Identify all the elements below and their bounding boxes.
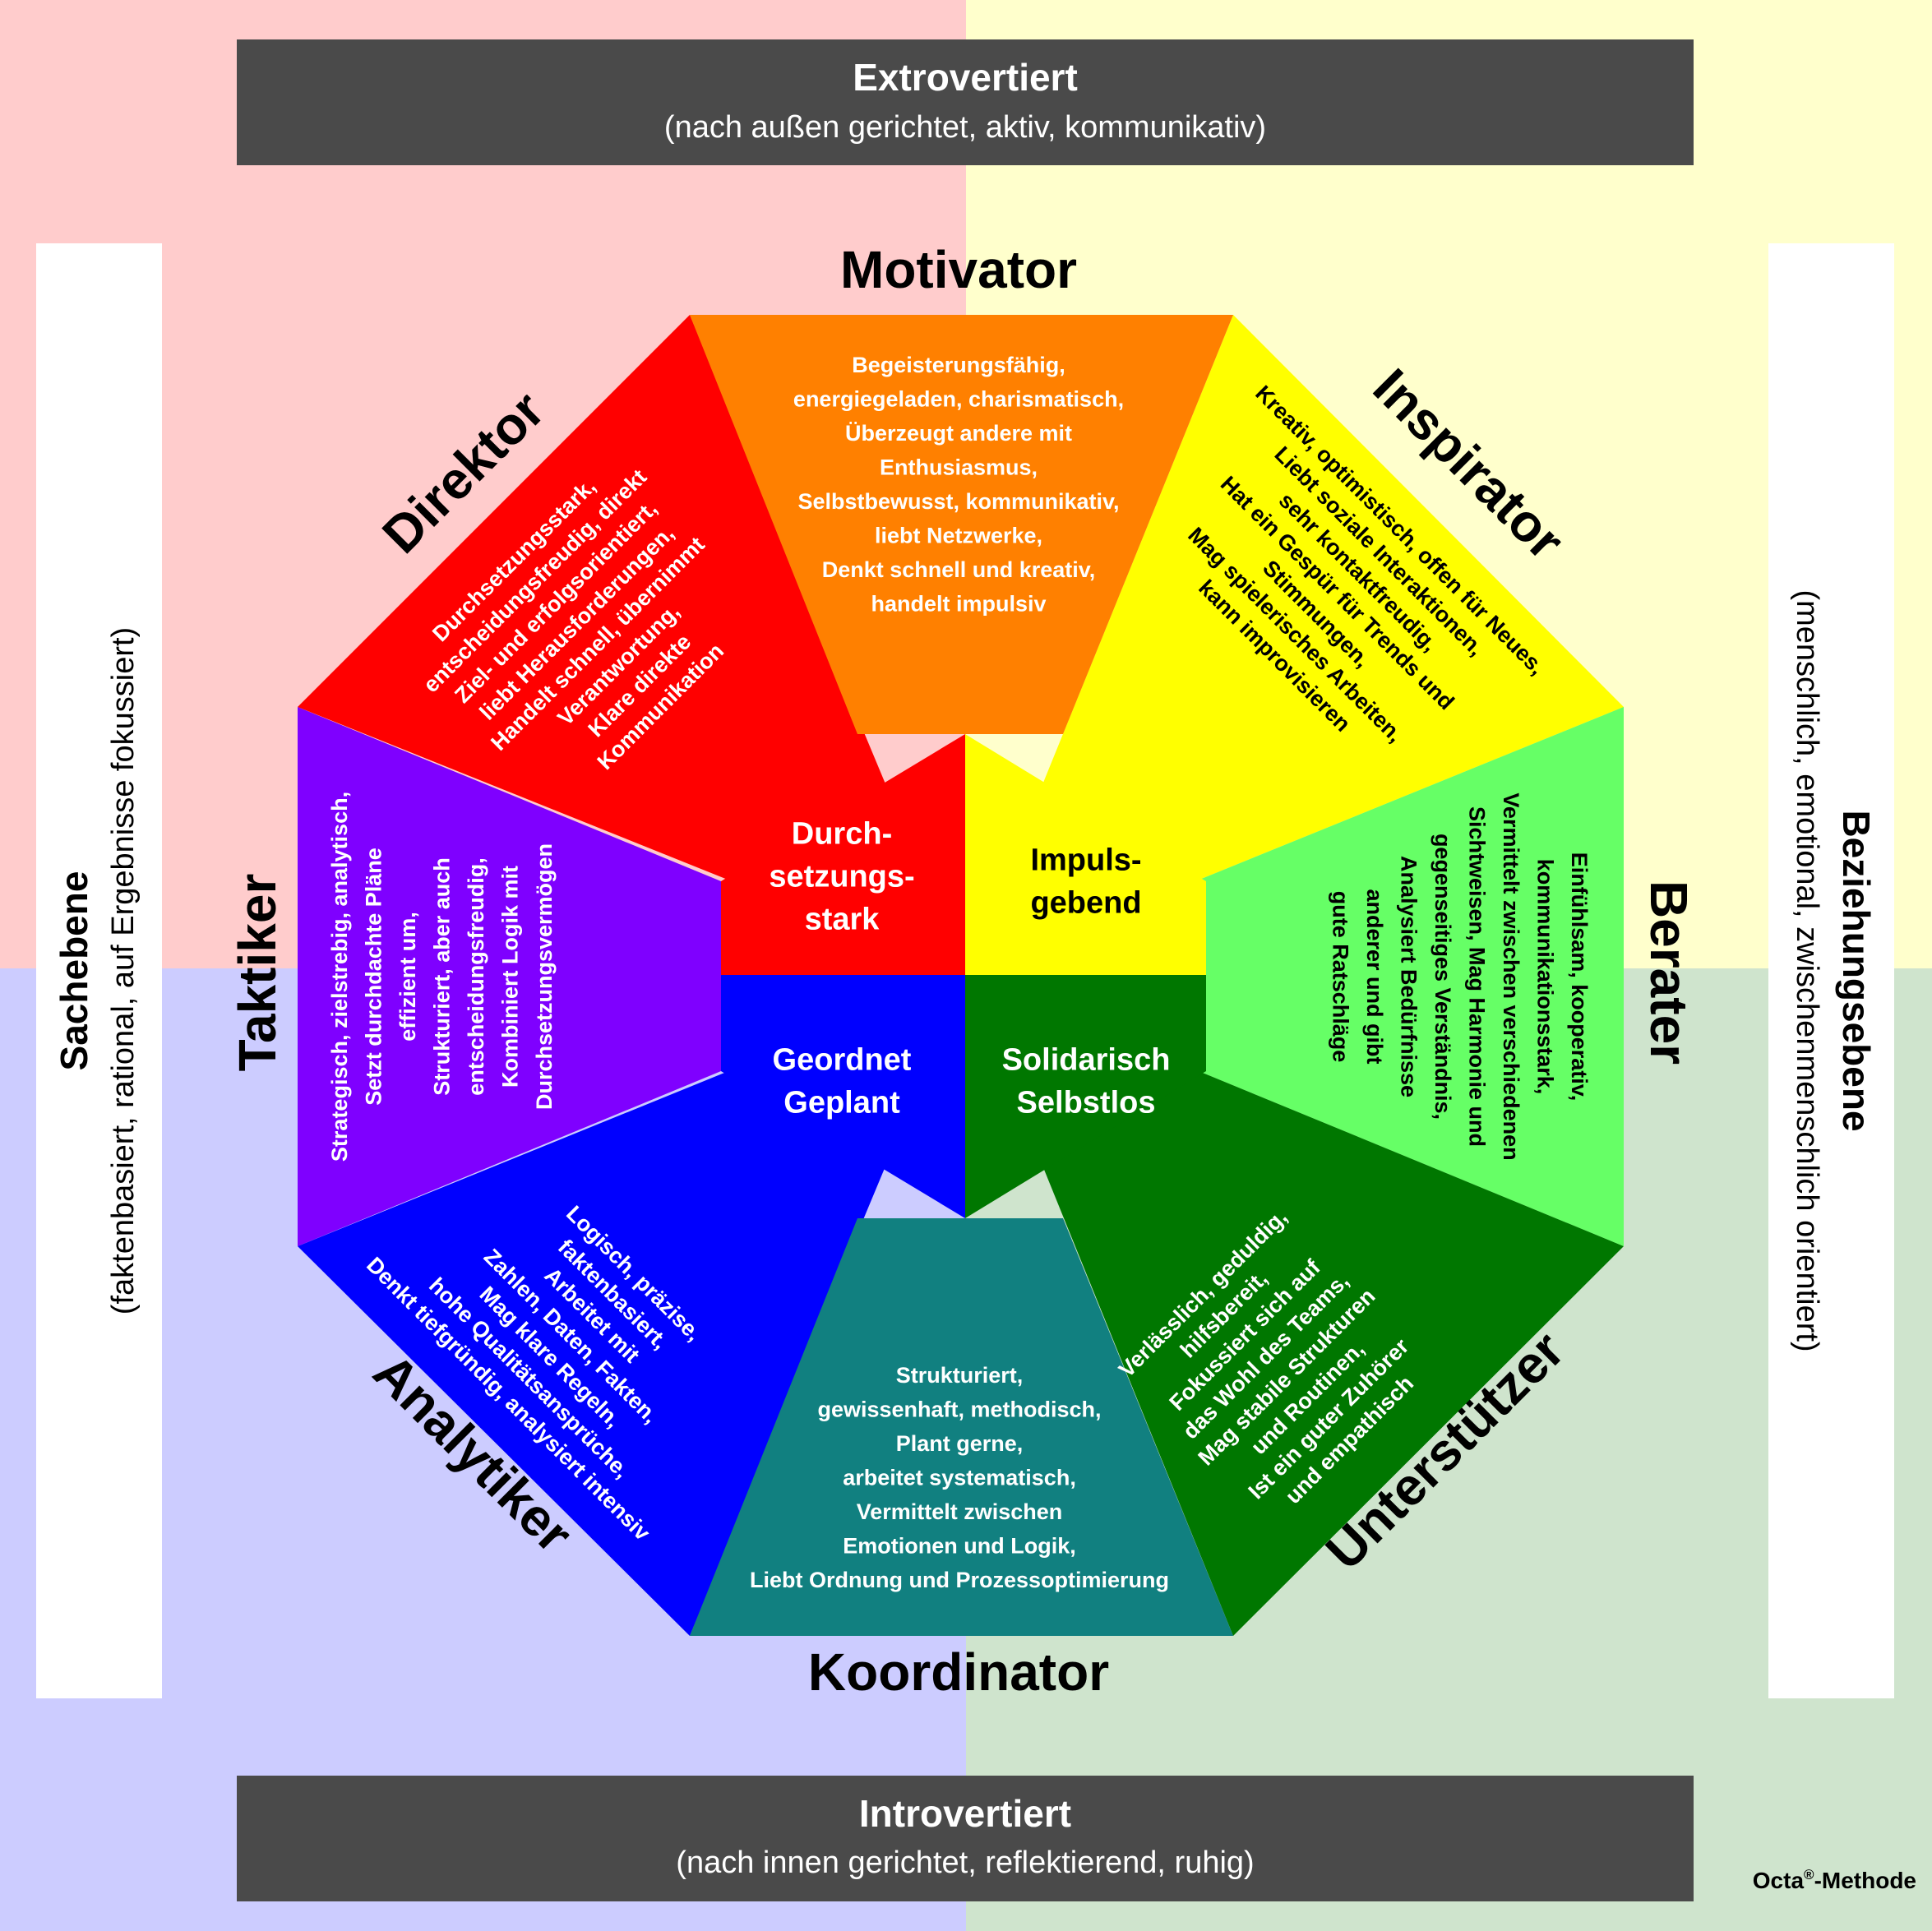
sector-taktiker (298, 707, 721, 1246)
center-top-right-line: gebend (1030, 885, 1141, 920)
type-name-berater: Berater (1639, 880, 1699, 1065)
type-name-koordinator: Koordinator (808, 1642, 1109, 1702)
trait-berater-line: Sichtweisen, Mag Harmonie und (1464, 806, 1489, 1147)
left-panel (36, 243, 162, 1698)
trait-taktiker-line: effizient um, (395, 912, 420, 1042)
sector-direktor (298, 315, 965, 975)
type-name-taktiker: Taktiker (228, 874, 287, 1072)
left-panel-title: Sachebene (53, 871, 95, 1071)
trait-taktiker-line: Strategisch, zielstrebig, analytisch, (327, 792, 352, 1162)
trait-motivator-line: Überzeugt andere mit (845, 421, 1072, 446)
right-panel-title: Beziehungsebene (1835, 810, 1878, 1131)
credit-label: Octa®-Methode (1753, 1867, 1916, 1893)
center-top-left-line: setzungs- (769, 859, 914, 894)
traits-berater: Einfühlsam, kooperativ, kommunikationssta… (1328, 792, 1592, 1160)
sector-center-top-left (721, 734, 965, 975)
center-bottom-right-line: Solidarisch (1002, 1042, 1171, 1077)
traits-motivator: Begeisterungsfähig, energiegeladen, chari… (793, 353, 1124, 617)
trait-berater-line: gute Ratschläge (1328, 891, 1352, 1063)
trait-koordinator-line: gewissenhaft, methodisch, (817, 1397, 1101, 1421)
credit-mark: ® (1804, 1867, 1814, 1882)
trait-taktiker-line: Durchsetzungsvermögen (532, 843, 557, 1110)
top-banner-title: Extrovertiert (853, 56, 1078, 99)
trait-berater-line: anderer und gibt (1362, 889, 1387, 1064)
sector-motivator (690, 315, 1233, 734)
trait-motivator-line: Selbstbewusst, kommunikativ, (797, 489, 1119, 514)
trait-taktiker-line: Kombiniert Logik mit (497, 866, 522, 1088)
traits-taktiker: Strategisch, zielstrebig, analytisch, Set… (327, 792, 557, 1162)
sector-inspirator (965, 315, 1624, 975)
sector-center-bottom-left (721, 975, 965, 1218)
trait-berater-line: Analysiert Bedürfnisse (1396, 856, 1421, 1097)
trait-berater-line: gegenseitiges Verständnis, (1431, 834, 1455, 1120)
sector-unterstuetzer (965, 975, 1624, 1636)
center-bottom-left-line: Geordnet (773, 1042, 912, 1077)
type-name-motivator: Motivator (840, 240, 1077, 299)
credit-prefix: Octa (1753, 1868, 1805, 1893)
trait-koordinator-line: Plant gerne, (896, 1431, 1024, 1456)
trait-koordinator-line: arbeitet systematisch, (843, 1465, 1076, 1490)
trait-koordinator-line: Liebt Ordnung und Prozessoptimierung (750, 1568, 1169, 1592)
bottom-banner (237, 1776, 1694, 1901)
sector-analytiker (298, 975, 965, 1636)
trait-koordinator-line: Emotionen und Logik, (843, 1533, 1075, 1558)
trait-motivator-line: Enthusiasmus, (880, 455, 1038, 480)
trait-koordinator-line: Vermittelt zwischen (857, 1499, 1063, 1524)
trait-taktiker-line: Strukturiert, aber auch (429, 857, 454, 1096)
bottom-banner-title: Introvertiert (859, 1792, 1071, 1835)
sector-berater-top (1206, 707, 1624, 1246)
center-top-left-line: stark (805, 902, 880, 936)
center-top-left-line: Durch- (792, 816, 892, 851)
trait-motivator-line: energiegeladen, charismatisch, (793, 387, 1124, 412)
left-panel-subtitle: (faktenbasiert, rational, auf Ergebnisse… (106, 627, 141, 1314)
trait-motivator-line: handelt impulsiv (871, 592, 1046, 617)
top-banner (237, 39, 1694, 165)
right-panel-subtitle: (menschlich, emotional, zwischenmenschli… (1790, 589, 1824, 1351)
credit-suffix: -Methode (1814, 1868, 1916, 1893)
center-bottom-left-line: Geplant (783, 1085, 900, 1120)
center-label-top-right: Impuls-gebend (1030, 843, 1141, 920)
trait-berater-line: Vermittelt zwischen verschiedenen (1499, 792, 1523, 1160)
sector-center-bottom-right (965, 975, 1206, 1218)
top-banner-subtitle: (nach außen gerichtet, aktiv, kommunikat… (664, 110, 1266, 145)
center-bottom-right-line: Selbstlos (1017, 1085, 1156, 1120)
trait-motivator-line: Denkt schnell und kreativ, (822, 557, 1096, 582)
trait-motivator-line: liebt Netzwerke, (875, 524, 1042, 548)
trait-motivator-line: Begeisterungsfähig, (852, 353, 1065, 377)
trait-koordinator-line: Strukturiert, (896, 1363, 1024, 1388)
trait-taktiker-line: Setzt durchdachte Pläne (361, 848, 386, 1106)
bottom-banner-subtitle: (nach innen gerichtet, reflektierend, ru… (676, 1846, 1254, 1880)
trait-taktiker-line: entscheidungsfreudig, (464, 857, 488, 1096)
traits-koordinator: Strukturiert, gewissenhaft, methodisch, Pl… (750, 1363, 1169, 1592)
center-top-right-line: Impuls- (1030, 843, 1141, 877)
right-panel (1768, 243, 1894, 1698)
sector-koordinator (690, 1218, 1233, 1636)
trait-berater-line: kommunikationsstark, (1532, 859, 1557, 1095)
sector-center-top-right (965, 734, 1206, 975)
center-label-top-left: Durch-setzungs-stark (769, 816, 914, 936)
trait-berater-line: Einfühlsam, kooperativ, (1567, 852, 1592, 1102)
